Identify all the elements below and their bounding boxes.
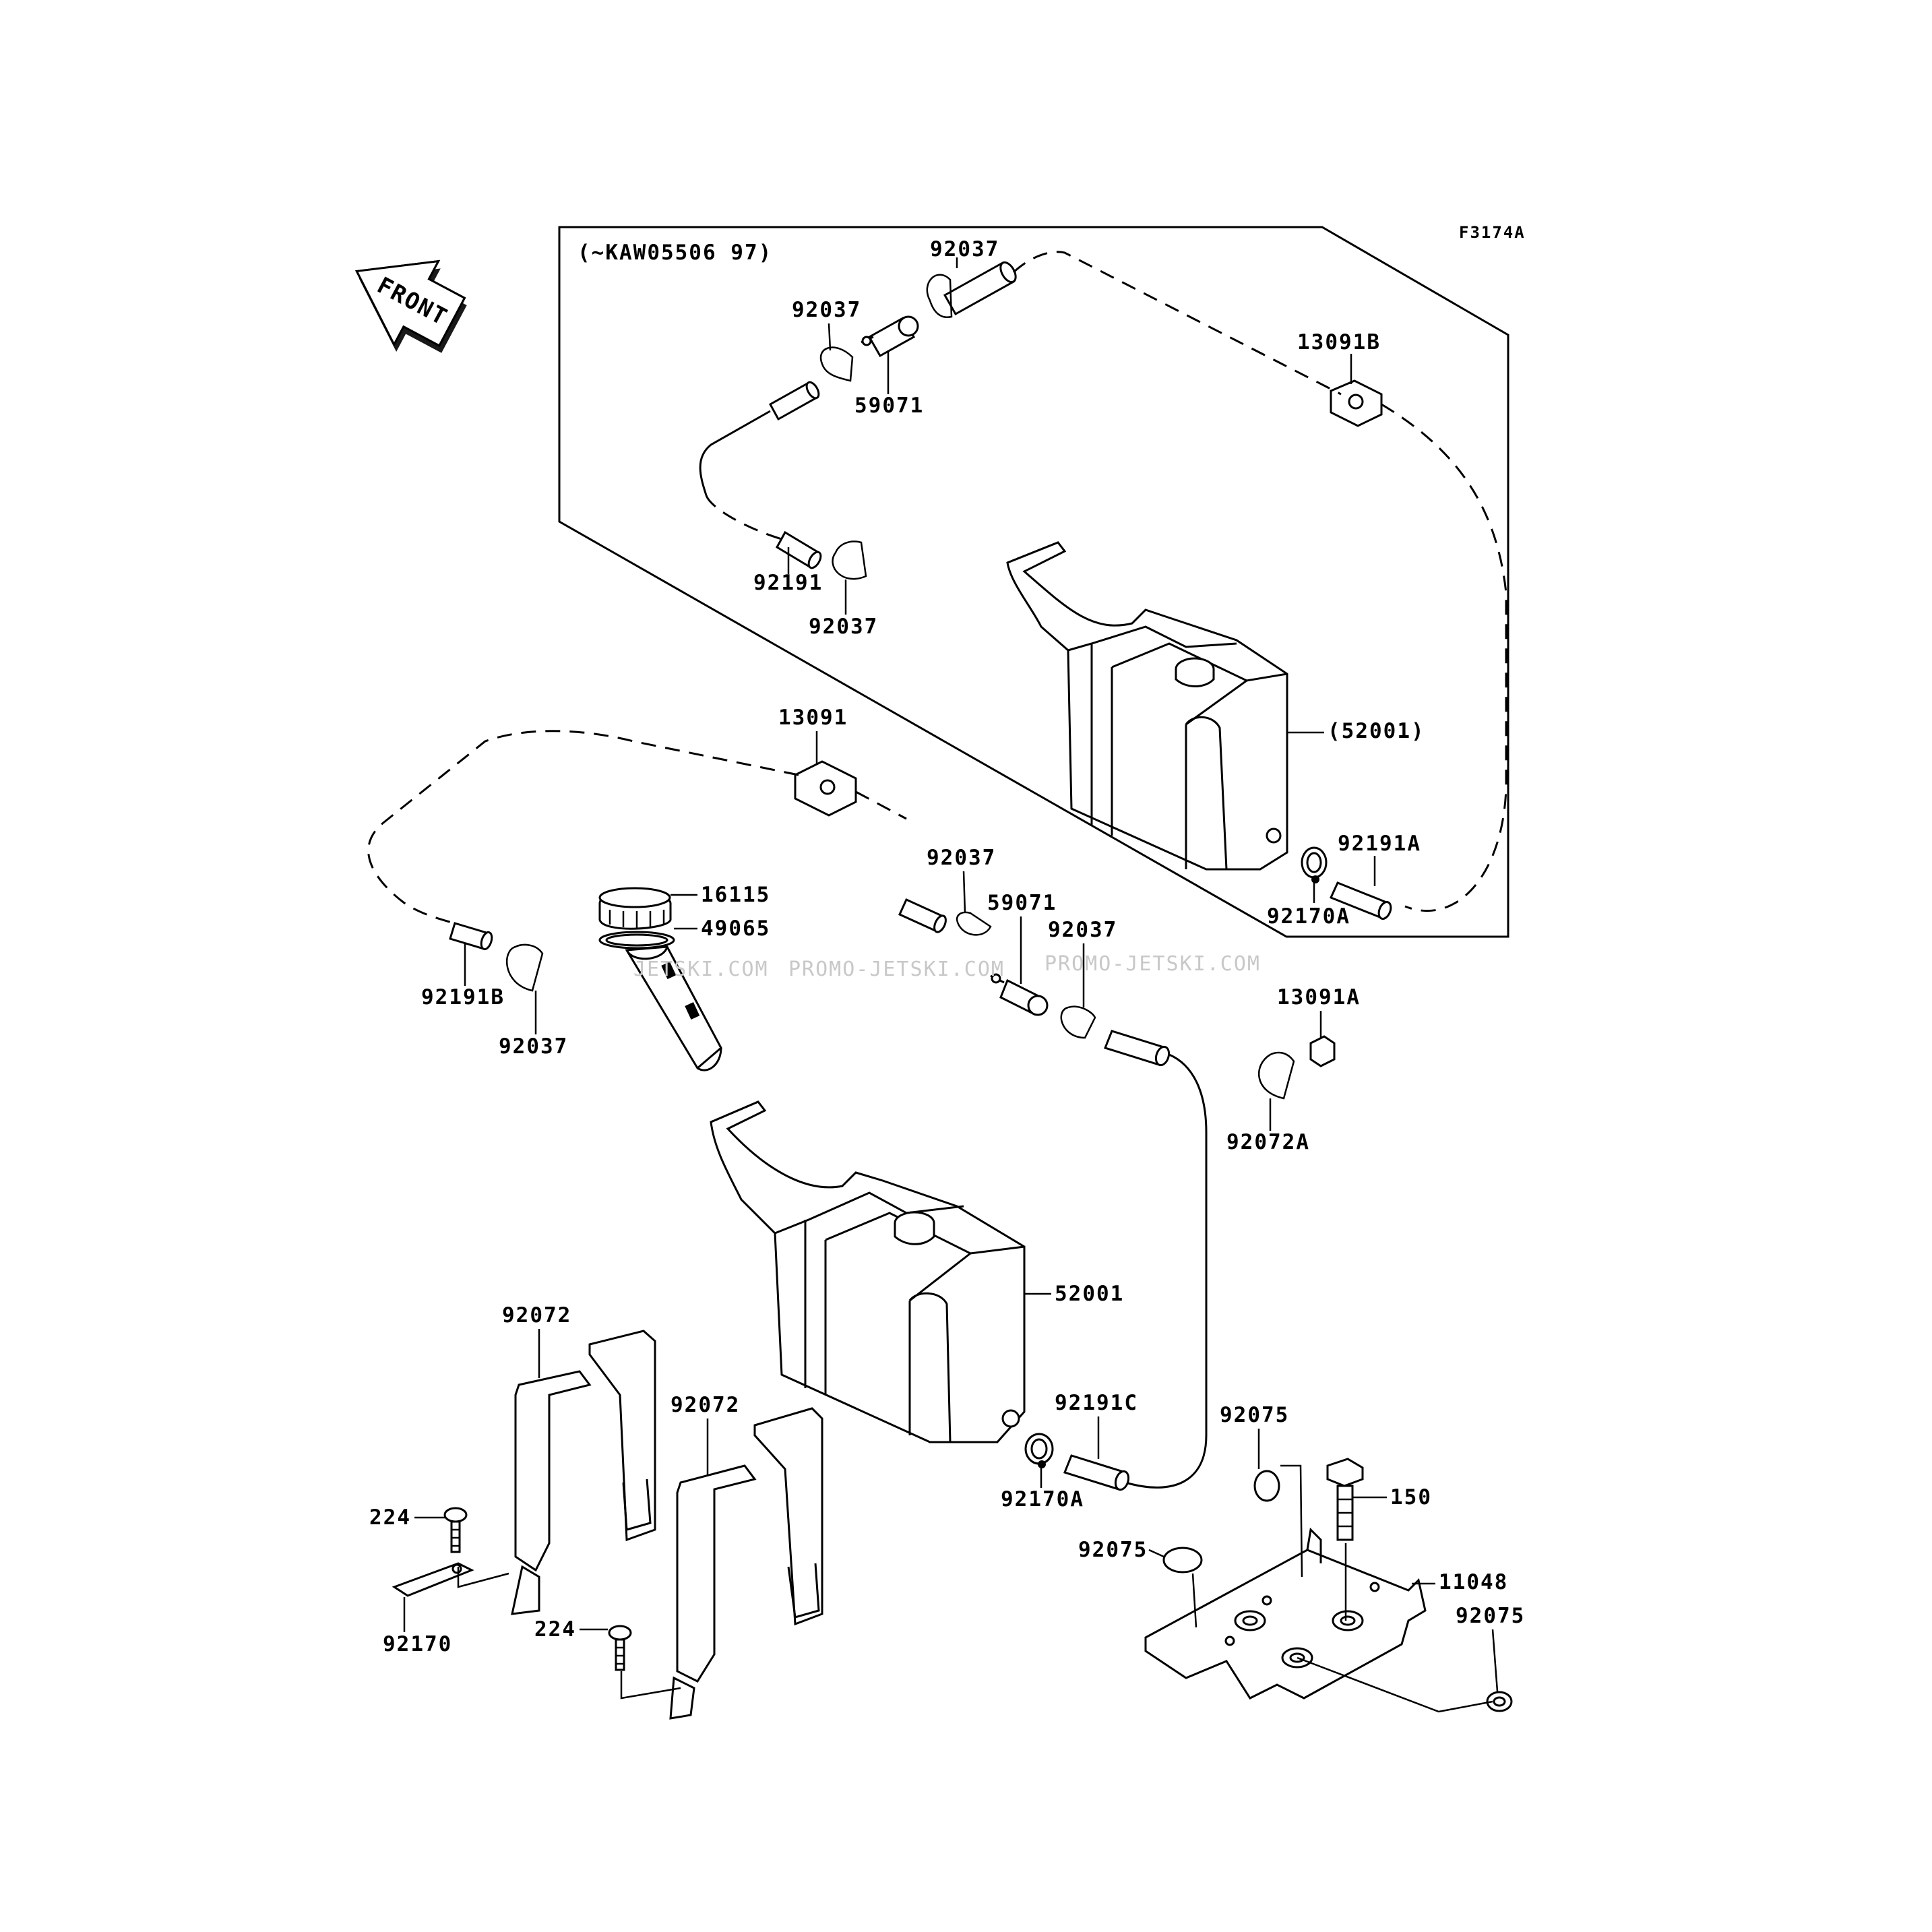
callout-92170A-upper: 92170A <box>1267 904 1350 929</box>
strap-92072-left <box>511 1330 656 1615</box>
clip-lower-b <box>1060 1005 1096 1039</box>
hose-upper-short <box>943 261 1017 316</box>
callout-59071-upper: 59071 <box>854 394 924 418</box>
callout-92037-upper-b: 92037 <box>792 298 861 322</box>
callout-92072-b: 92072 <box>671 1393 740 1417</box>
clip-upper-a <box>926 274 953 319</box>
watermark-1: JETSKI.COM <box>633 958 769 981</box>
callout-13091: 13091 <box>778 706 848 730</box>
watermark-2: PROMO-JETSKI.COM <box>788 958 1005 981</box>
bolt-224-a <box>443 1507 468 1553</box>
callout-150: 150 <box>1390 1485 1432 1509</box>
bolt-150 <box>1326 1458 1364 1541</box>
callout-92072-a: 92072 <box>502 1303 571 1328</box>
callout-92191A: 92191A <box>1338 832 1421 856</box>
callout-92170A-lower: 92170A <box>1001 1487 1084 1512</box>
hose-lower-long <box>1104 1030 1171 1067</box>
callout-11048: 11048 <box>1439 1570 1508 1594</box>
callout-92037-upper-a: 92037 <box>930 237 999 261</box>
callout-13091B: 13091B <box>1297 330 1381 354</box>
hose-92191 <box>775 530 822 569</box>
early-model-range-label: (~KAW05506 97) <box>578 241 772 265</box>
hose-92191C <box>1063 1454 1130 1491</box>
callout-92170: 92170 <box>383 1632 452 1656</box>
callout-92075-a: 92075 <box>1220 1403 1289 1427</box>
bolt-224-b <box>608 1625 632 1671</box>
diagram-code: F3174A <box>1459 223 1526 242</box>
clip-92072A <box>1258 1051 1295 1100</box>
washer-92075-a <box>1253 1470 1280 1502</box>
hose-lower-short <box>898 898 947 933</box>
callout-92191B: 92191B <box>421 985 505 1009</box>
front-direction-arrow-icon: FRONT <box>355 259 467 353</box>
clip-lower-a <box>956 911 992 936</box>
clamp-92170A-upper <box>1301 846 1328 883</box>
hose-upper-left <box>768 381 820 421</box>
callout-52001: 52001 <box>1055 1282 1124 1306</box>
strap-92072-right <box>669 1407 823 1720</box>
clamp-92170A-lower <box>1024 1433 1054 1468</box>
callout-224-a: 224 <box>369 1505 411 1530</box>
callout-92191: 92191 <box>753 571 823 595</box>
check-valve-upper <box>861 315 919 358</box>
callout-92191C: 92191C <box>1055 1391 1138 1415</box>
clip-lower-c <box>506 943 544 992</box>
grommet-13091B <box>1330 379 1383 427</box>
oil-tank-upper <box>1006 541 1288 871</box>
filler-strainer <box>625 945 722 1071</box>
washer-92075-c <box>1486 1691 1513 1712</box>
callout-16115: 16115 <box>701 883 770 907</box>
hose-92191B <box>449 922 493 951</box>
oil-tank-52001 <box>710 1100 1026 1443</box>
callout-49065: 49065 <box>701 916 770 941</box>
check-valve-lower <box>990 973 1049 1016</box>
early-model-frame <box>558 226 1509 938</box>
plate-92170 <box>392 1562 474 1597</box>
callout-13091A: 13091A <box>1277 985 1361 1009</box>
bracket-11048 <box>1144 1527 1427 1700</box>
callout-92037-lower-a: 92037 <box>927 846 996 870</box>
callout-92037-lower-c: 92037 <box>499 1034 568 1059</box>
watermark-3: PROMO-JETSKI.COM <box>1045 952 1261 976</box>
callout-92075-c: 92075 <box>1456 1604 1525 1628</box>
callout-92037-upper-c: 92037 <box>809 615 878 639</box>
washer-92075-b <box>1162 1547 1203 1573</box>
grommet-13091 <box>794 760 857 817</box>
grommet-13091A <box>1309 1035 1336 1067</box>
callout-59071-lower: 59071 <box>987 891 1057 915</box>
clip-upper-b <box>819 346 854 382</box>
clip-upper-c <box>832 540 867 580</box>
gasket-49065 <box>598 931 675 949</box>
callout-224-b: 224 <box>534 1617 576 1642</box>
callout-52001-upper: (52001) <box>1328 719 1425 743</box>
callout-92075-b: 92075 <box>1078 1538 1148 1562</box>
hose-92191A <box>1329 881 1392 920</box>
callout-92072A: 92072A <box>1226 1130 1310 1154</box>
callout-92037-lower-b: 92037 <box>1048 918 1117 942</box>
filler-cap-16115 <box>598 887 672 930</box>
